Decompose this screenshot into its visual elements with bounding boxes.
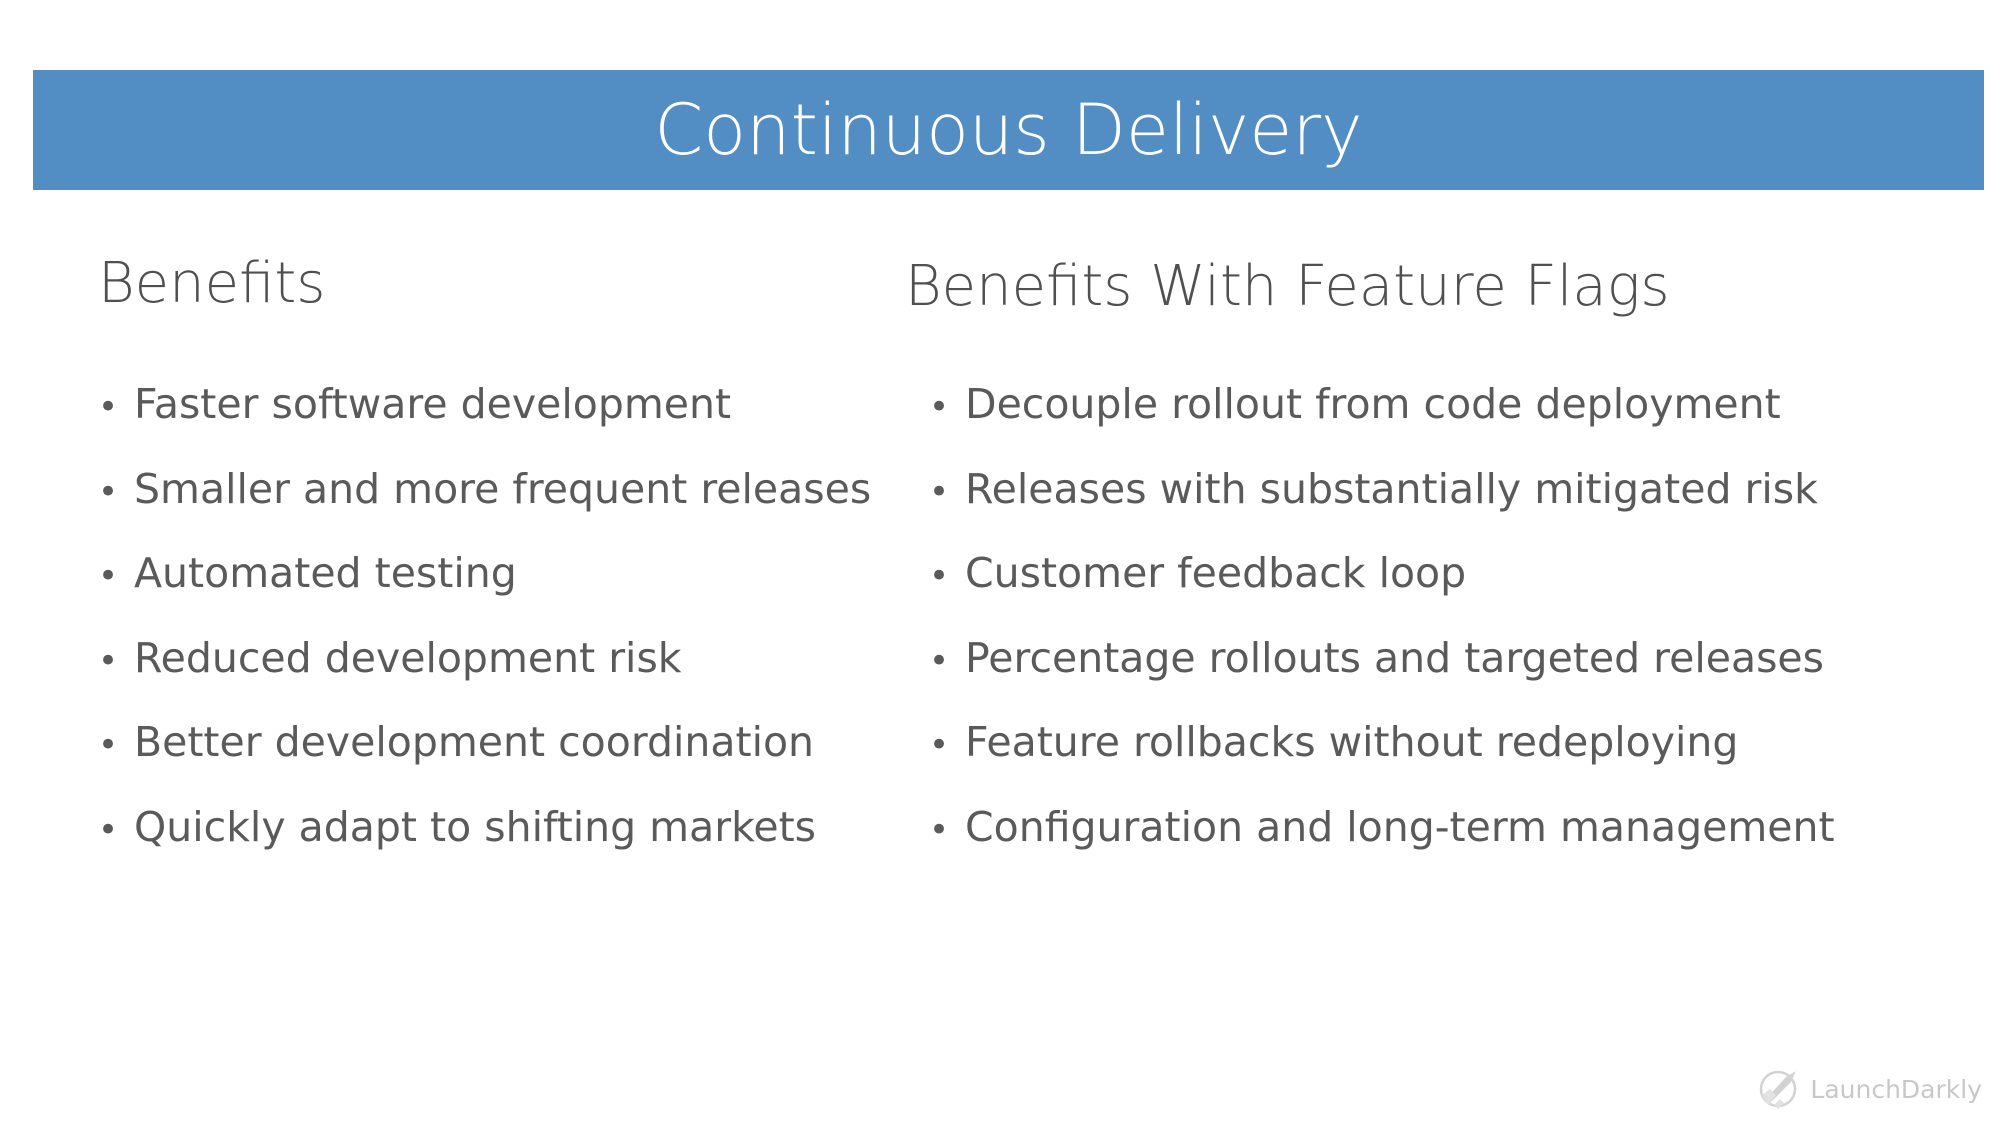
launchdarkly-logo: LaunchDarkly (1756, 1065, 1982, 1113)
feature-flags-heading: Benefits With Feature Flags (905, 254, 1670, 319)
list-item-text: Customer feedback loop (965, 549, 1467, 597)
list-item-text: Releases with substantially mitigated ri… (965, 464, 1818, 513)
benefits-list: • Faster software development • Smaller an… (98, 380, 871, 887)
bullet-icon: • (98, 725, 119, 765)
list-item-text: Smaller and more frequent releases (134, 464, 872, 513)
list-item: • Releases with substantially mitigated r… (929, 465, 1835, 550)
benefits-heading: Benefits (98, 251, 326, 316)
list-item-text: Feature rollbacks without redeploying (965, 718, 1739, 766)
feature-flags-column: Benefits With Feature Flags • Decouple ro… (905, 250, 1955, 851)
list-item: • Reduced development risk (98, 634, 871, 719)
list-item-text: Better development coordination (134, 718, 815, 766)
bullet-icon: • (98, 809, 119, 850)
bullet-icon: • (929, 387, 950, 427)
list-item: • Automated testing (98, 549, 871, 634)
bullet-icon: • (98, 640, 119, 681)
list-item-text: Decouple rollout from code deployment (965, 380, 1781, 428)
list-item: • Quickly adapt to shifting markets (98, 803, 871, 888)
list-item-text: Automated testing (134, 549, 517, 597)
slide-title: Continuous Delivery (654, 89, 1363, 171)
list-item: • Configuration and long-term management (929, 803, 1835, 888)
list-item: • Faster software development (98, 380, 871, 465)
bullet-icon: • (98, 387, 119, 427)
list-item: • Decouple rollout from code deployment (929, 380, 1835, 465)
list-item: • Percentage rollouts and targeted releas… (929, 634, 1835, 719)
list-item: • Better development coordination (98, 718, 871, 803)
list-item-text: Faster software development (134, 380, 732, 428)
list-item: • Smaller and more frequent releases (98, 465, 871, 550)
bullet-icon: • (929, 471, 950, 512)
bullet-icon: • (929, 556, 950, 596)
list-item-text: Reduced development risk (134, 633, 682, 682)
list-item-text: Configuration and long-term management (965, 802, 1835, 851)
bullet-icon: • (929, 809, 950, 850)
rocket-icon (1756, 1065, 1804, 1113)
list-item: • Customer feedback loop (929, 549, 1835, 634)
bullet-icon: • (98, 556, 119, 596)
feature-flags-list: • Decouple rollout from code deployment •… (929, 380, 1835, 887)
list-item-text: Quickly adapt to shifting markets (134, 802, 817, 851)
list-item: • Feature rollbacks without redeploying (929, 718, 1835, 803)
title-bar: Continuous Delivery (33, 70, 1984, 190)
bullet-icon: • (929, 725, 950, 765)
list-item-text: Percentage rollouts and targeted release… (965, 633, 1825, 682)
bullet-icon: • (98, 471, 119, 512)
bullet-icon: • (929, 640, 950, 681)
benefits-column: Benefits • Faster software development • S… (98, 250, 898, 851)
logo-text: LaunchDarkly (1810, 1074, 1982, 1104)
